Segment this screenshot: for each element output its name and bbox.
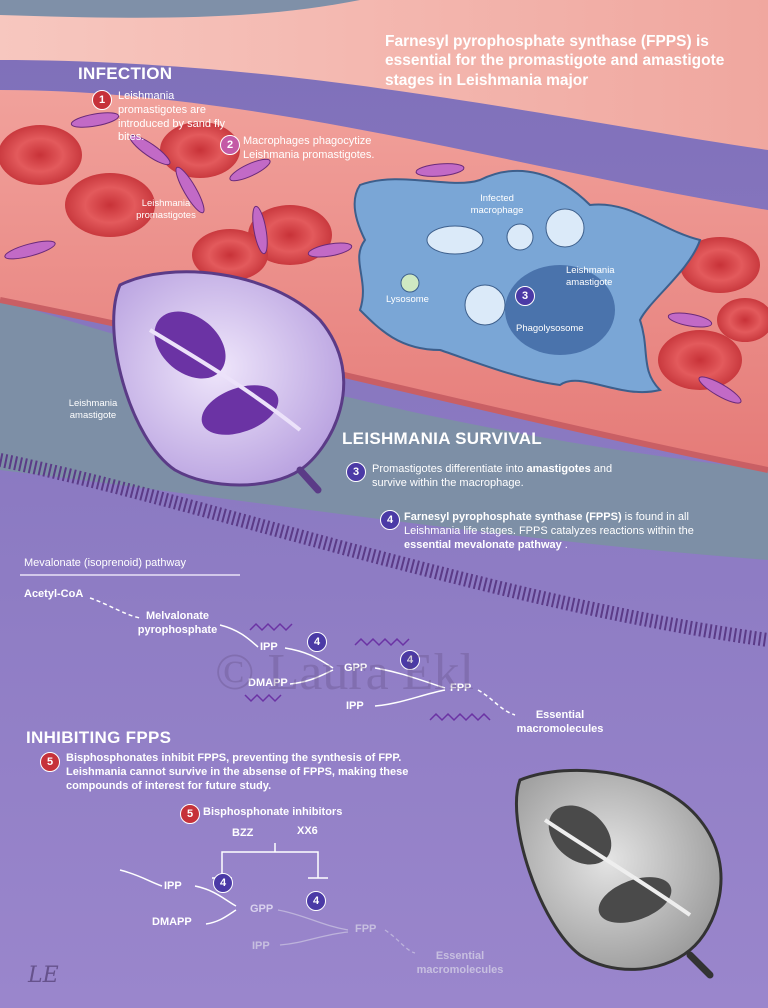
phagosome	[426, 225, 484, 255]
inhibit-ipp2-label: IPP	[252, 940, 270, 952]
skin-layer	[0, 0, 768, 150]
acetyl-coa-label: Acetyl-CoA	[24, 588, 84, 600]
xx6-label: XX6	[297, 825, 318, 837]
amastigote-large	[112, 270, 346, 494]
inhibit-dmapp-label: DMAPP	[152, 916, 192, 928]
lysosome-label: Lysosome	[386, 294, 429, 305]
inhibited-arrows	[277, 909, 416, 954]
amastigote-label: Leishmania amastigote	[68, 398, 118, 421]
isoprene-chains	[244, 622, 491, 722]
mevalonate-label: Melvalonate pyrophosphate	[137, 610, 218, 636]
amastigote-inhibited	[515, 768, 723, 979]
fpp-label: FPP	[450, 682, 472, 694]
infected-macrophage-label: Infected macrophage	[470, 193, 524, 216]
inhibit-fpp-label: FPP	[355, 923, 377, 935]
promastigotes-label: Leishmania promastigotes	[136, 198, 196, 221]
enzyme-badge-2: 4	[400, 650, 420, 670]
step-badge-1: 1	[92, 90, 112, 110]
step3-text: Promastigotes differentiate into amastig…	[372, 463, 613, 489]
step4-text: Farnesyl pyrophosphate synthase (FPPS) i…	[404, 511, 694, 551]
step-badge-5: 5	[40, 752, 60, 772]
inhibit-ipp-label: IPP	[164, 880, 182, 892]
step-badge-3: 3	[346, 462, 366, 482]
amastigote-inner-label: Leishmania amastigote	[566, 265, 615, 288]
vacuole-2	[545, 208, 585, 248]
bzz-label: BZZ	[232, 827, 254, 839]
pathway-heading: Mevalonate (isoprenoid) pathway	[24, 557, 187, 569]
essential-label: Essential macromolecules	[516, 709, 604, 735]
step5-text: Bisphosphonates inhibit FPPS, preventing…	[66, 752, 409, 792]
gpp-label: GPP	[344, 662, 368, 674]
inhibit-enzyme-badge-1: 4	[213, 873, 233, 893]
enzyme-badge-1: 4	[307, 632, 327, 652]
vacuole-1	[506, 223, 534, 251]
bisphosphonate-label: Bisphosphonate inhibitors	[203, 806, 343, 818]
step-badge-4: 4	[380, 510, 400, 530]
skin-top-band	[0, 0, 360, 18]
watermark: © Laura Ekl	[215, 644, 474, 701]
inhibit-gpp-label: GPP	[250, 903, 274, 915]
macrophage-nucleus	[505, 265, 615, 355]
ipp-label: IPP	[260, 641, 278, 653]
step1-text: Leishmania promastigotes are introduced …	[118, 90, 226, 144]
pathway-arrows	[89, 597, 516, 716]
figure-title: Farnesyl pyrophosphate synthase (FPPS) i…	[385, 33, 725, 89]
phagolysosome-label: Phagolysosome	[516, 323, 584, 334]
step-badge-3-map: 3	[515, 286, 535, 306]
step-badge-2: 2	[220, 135, 240, 155]
infection-heading: INFECTION	[78, 64, 173, 83]
promastigotes	[4, 112, 742, 404]
ipp2-label: IPP	[346, 700, 364, 712]
inhibit-enzyme-badge-2: 4	[306, 891, 326, 911]
inhibitor-lines	[119, 843, 328, 925]
red-blood-cells	[0, 122, 768, 390]
dmapp-label: DMAPP	[248, 677, 288, 689]
signature: LE	[28, 963, 59, 988]
inhibit-heading: INHIBITING FPPS	[26, 728, 172, 747]
step2-text: Macrophages phagocytize Leishmania proma…	[243, 135, 375, 161]
inhibit-essential-label: Essential macromolecules	[416, 950, 504, 976]
lysosome	[400, 273, 420, 293]
phagolysosome	[464, 284, 506, 326]
step-badge-5b: 5	[180, 804, 200, 824]
survival-heading: LEISHMANIA SURVIVAL	[342, 429, 542, 448]
